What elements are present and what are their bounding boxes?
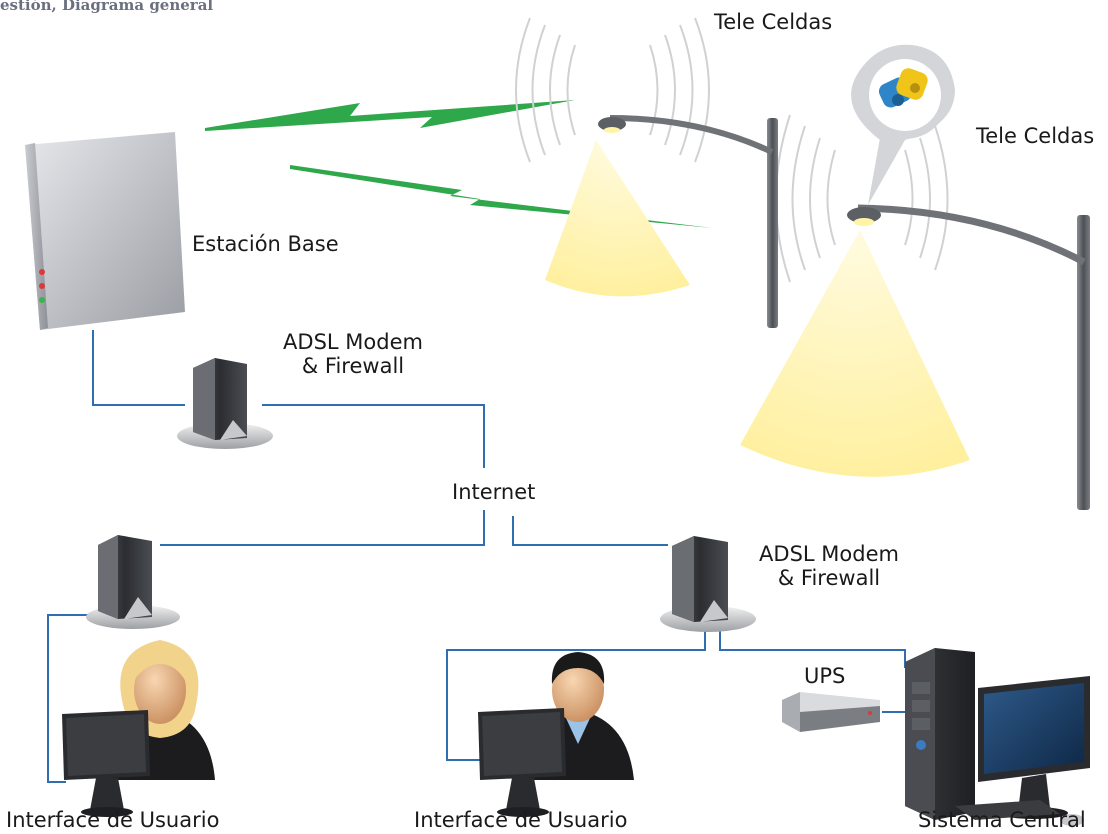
label-modem-top: ADSL Modem & Firewall	[262, 330, 444, 378]
streetlight-icon	[847, 204, 1090, 510]
base-station-icon	[25, 132, 185, 330]
label-tele-celdas-2: Tele Celdas	[976, 124, 1095, 148]
label-estacion-base: Estación Base	[192, 232, 339, 256]
link-right-modem-to-server	[719, 628, 906, 668]
label-modem-right: ADSL Modem & Firewall	[738, 542, 920, 590]
link-right-modem-to-user-mid	[446, 628, 706, 761]
light-cones	[545, 140, 970, 477]
status-led-red	[39, 283, 45, 289]
label-sistema-central: Sistema Central	[918, 808, 1086, 832]
link-left-modem-to-user	[47, 614, 120, 783]
link-modem-top-to-internet	[262, 404, 485, 468]
label-tele-celdas-1: Tele Celdas	[714, 10, 833, 34]
label-modem-top-line2: & Firewall	[301, 354, 405, 379]
label-internet: Internet	[452, 480, 536, 504]
label-modem-right-line1: ADSL Modem	[759, 542, 899, 566]
ups-power-led	[868, 711, 872, 715]
mouse-icon	[1060, 814, 1084, 826]
keyboard-icon	[955, 800, 1060, 820]
diagram-caption: estión, Diagrama general	[0, 0, 214, 14]
status-led-red	[39, 269, 45, 275]
label-modem-right-line2: & Firewall	[777, 566, 881, 591]
modem-icon	[177, 358, 273, 449]
label-modem-top-line1: ADSL Modem	[283, 330, 423, 354]
radio-waves-icon	[515, 17, 949, 283]
wireless-link-icon	[205, 100, 712, 228]
label-user-middle: Interface de Usuario	[414, 808, 628, 832]
link-internet-to-right-modem	[512, 516, 668, 546]
label-ups: UPS	[804, 664, 846, 688]
status-led-green	[39, 297, 45, 303]
ups-icon	[782, 692, 880, 732]
telecell-device-icon	[851, 44, 955, 205]
link-base-to-modem-top	[92, 330, 185, 406]
network-links	[47, 330, 906, 783]
server-tower-icon	[905, 648, 975, 820]
monitor-icon	[62, 710, 150, 817]
power-button-icon	[916, 740, 926, 750]
monitor-icon	[478, 708, 566, 817]
monitor-icon	[978, 676, 1090, 819]
label-user-left: Interface de Usuario	[6, 808, 220, 832]
streetlight-icon	[598, 115, 778, 328]
modem-icon	[660, 536, 756, 632]
link-internet-to-left-modem	[160, 510, 485, 546]
modem-icon	[86, 535, 180, 629]
